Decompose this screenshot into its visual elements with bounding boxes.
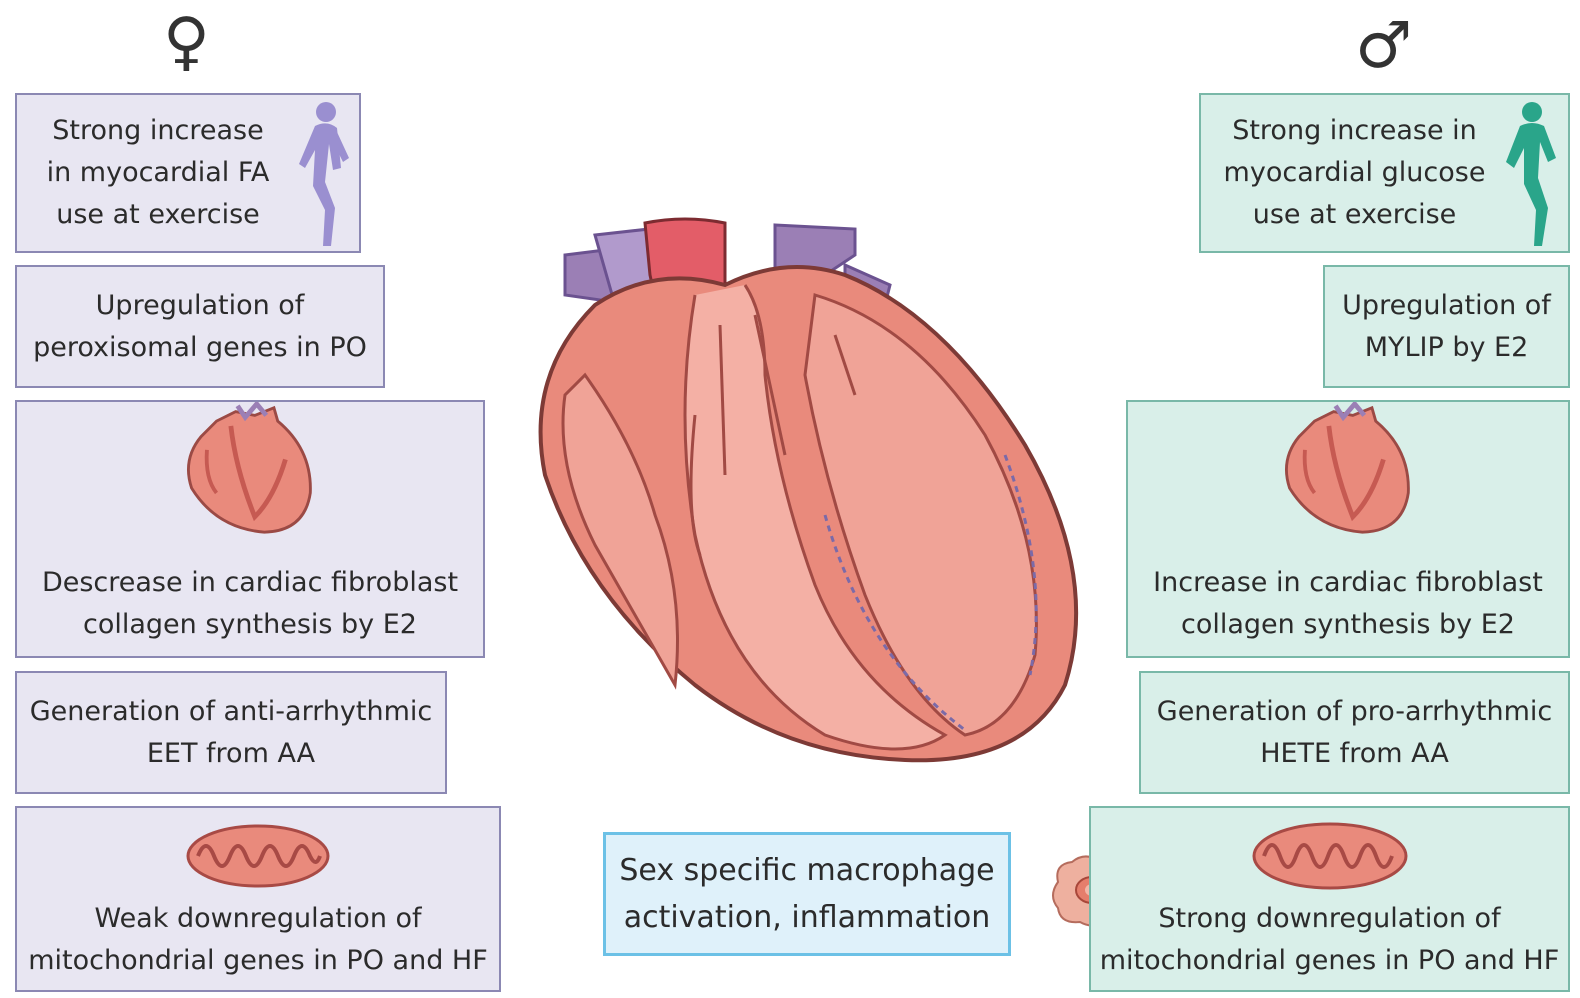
male-arrhythmic-box: Generation of pro-arrhythmic HETE from A…	[1139, 671, 1570, 794]
female-peroxisomal-line-2: peroxisomal genes in PO	[33, 327, 367, 369]
female-arrhythmic-line-1: Generation of anti-arrhythmic	[30, 691, 433, 733]
female-mito-line-2: mitochondrial genes in PO and HF	[28, 940, 488, 982]
male-exercise-line-3: use at exercise	[1253, 194, 1457, 236]
female-peroxisomal-line-1: Upregulation of	[96, 285, 305, 327]
female-symbol-icon: ♀	[163, 10, 210, 74]
mitochondrion-icon	[1250, 820, 1410, 892]
male-fibroblast-line-2: collagen synthesis by E2	[1181, 604, 1515, 646]
heart-illustration	[525, 215, 1095, 770]
female-mito-line-1: Weak downregulation of	[94, 898, 421, 940]
male-mito-line-1: Strong downregulation of	[1158, 898, 1500, 940]
male-mylip-line-2: MYLIP by E2	[1365, 327, 1529, 369]
female-arrhythmic-line-2: EET from AA	[147, 733, 315, 775]
male-exercise-line-1: Strong increase in	[1232, 110, 1477, 152]
center-macrophage-line-1: Sex specific macrophage	[619, 847, 994, 894]
female-fibroblast-box: Descrease in cardiac fibroblast collagen…	[15, 400, 485, 658]
female-exercise-line-3: use at exercise	[56, 194, 260, 236]
male-mylip-line-1: Upregulation of	[1342, 285, 1551, 327]
female-exercise-line-2: in myocardial FA	[47, 152, 270, 194]
male-exercise-line-2: myocardial glucose	[1224, 152, 1486, 194]
male-arrhythmic-line-2: HETE from AA	[1260, 733, 1449, 775]
mitochondrion-icon	[184, 822, 332, 890]
female-peroxisomal-box: Upregulation of peroxisomal genes in PO	[15, 265, 385, 388]
female-exercise-line-1: Strong increase	[52, 110, 263, 152]
male-arrhythmic-line-1: Generation of pro-arrhythmic	[1157, 691, 1552, 733]
heart-icon	[175, 402, 325, 536]
male-mito-line-2: mitochondrial genes in PO and HF	[1100, 940, 1560, 982]
male-exercise-box: Strong increase in myocardial glucose us…	[1199, 93, 1570, 253]
female-exercise-box: Strong increase in myocardial FA use at …	[15, 93, 361, 253]
male-fibroblast-line-1: Increase in cardiac fibroblast	[1153, 562, 1543, 604]
male-mito-box: Strong downregulation of mitochondrial g…	[1089, 806, 1570, 992]
runner-icon	[1502, 98, 1562, 248]
male-mylip-box: Upregulation of MYLIP by E2	[1323, 265, 1570, 388]
heart-icon	[1273, 402, 1423, 536]
center-macrophage-line-2: activation, inflammation	[624, 894, 991, 941]
male-fibroblast-box: Increase in cardiac fibroblast collagen …	[1126, 400, 1570, 658]
female-fibroblast-line-1: Descrease in cardiac fibroblast	[42, 562, 458, 604]
female-fibroblast-line-2: collagen synthesis by E2	[83, 604, 417, 646]
center-macrophage-box: Sex specific macrophage activation, infl…	[603, 832, 1011, 956]
male-symbol-icon: ♂	[1355, 14, 1412, 78]
runner-icon	[293, 98, 353, 248]
female-mito-box: Weak downregulation of mitochondrial gen…	[15, 806, 501, 992]
female-arrhythmic-box: Generation of anti-arrhythmic EET from A…	[15, 671, 447, 794]
